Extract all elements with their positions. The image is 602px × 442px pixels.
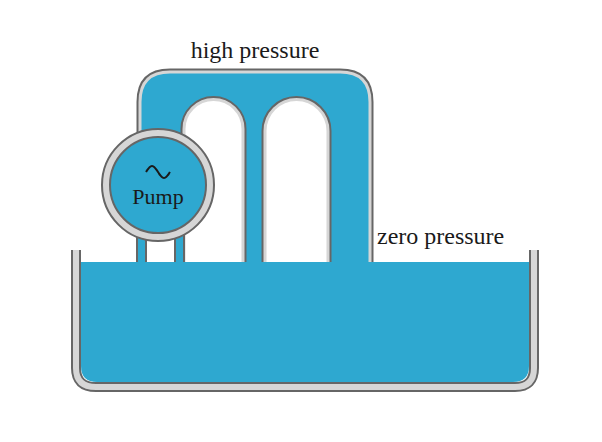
pipe-arch [265,100,328,269]
pipe-arch [265,100,328,269]
pump-label: Pump [100,184,216,210]
pump-circle: Pump [100,127,216,243]
pressure-label: zero pressure [377,223,504,250]
tank-wall [76,250,534,387]
pressure-label: high pressure [191,37,320,64]
water [81,262,529,382]
sine-symbol [146,166,170,178]
tank-wall-inner [76,250,534,387]
